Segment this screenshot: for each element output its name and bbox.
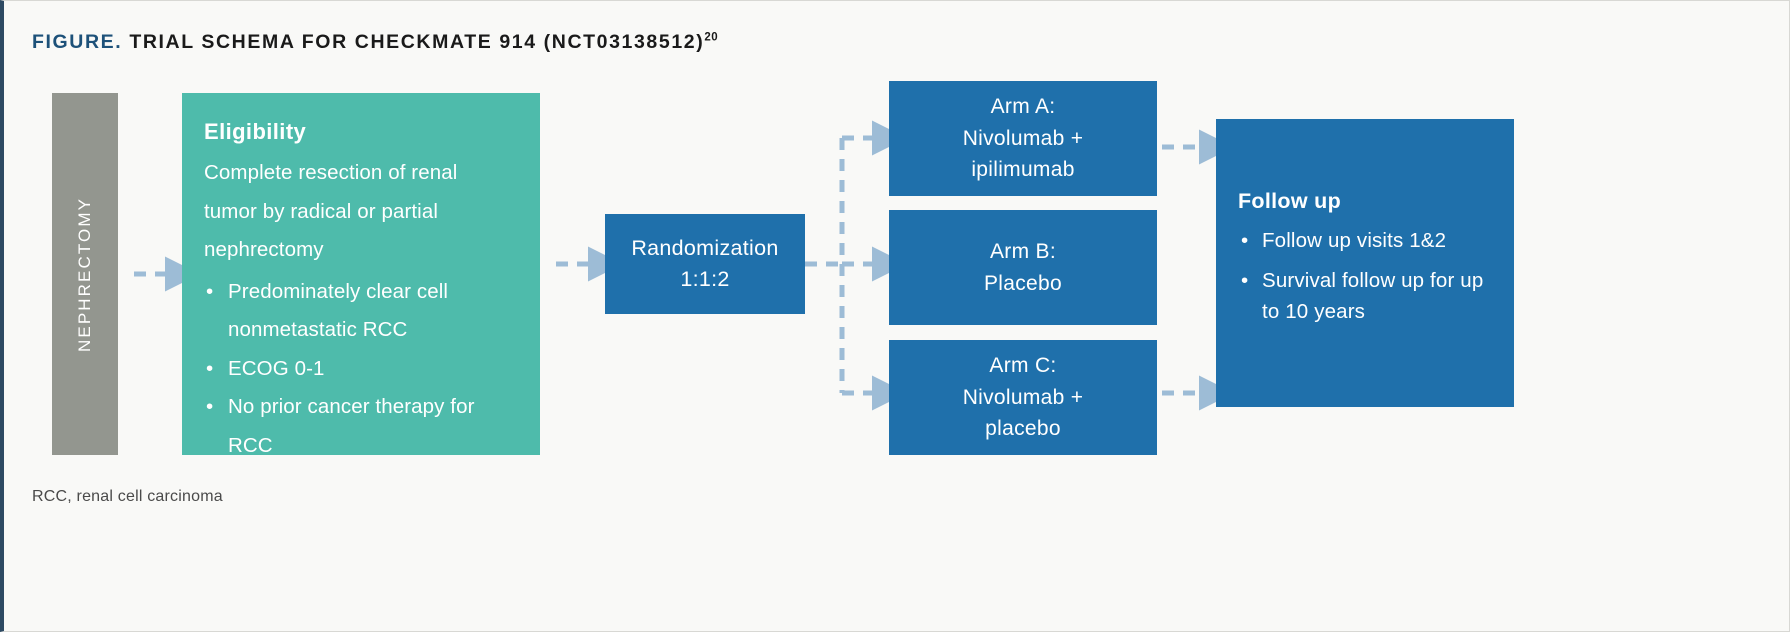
arm-c-treatment-line2: placebo — [985, 417, 1061, 441]
followup-list: Follow up visits 1&2 Survival follow up … — [1238, 226, 1492, 336]
arm-b-treatment-line1: Placebo — [984, 271, 1062, 295]
list-item: Survival follow up for up to 10 years — [1238, 266, 1492, 328]
node-followup: Follow up Follow up visits 1&2 Survival … — [1216, 119, 1514, 407]
list-item: No prior cancer therapy for RCC — [204, 388, 516, 465]
arm-a-treatment-line2: ipilimumab — [971, 158, 1075, 182]
list-item: Follow up visits 1&2 — [1238, 226, 1492, 257]
arm-c-treatment-line1: Nivolumab + — [962, 385, 1084, 409]
node-arm-c: Arm C: Nivolumab + placebo — [889, 340, 1157, 455]
figure-footnote: RCC, renal cell carcinoma — [32, 488, 223, 505]
arm-b-title: Arm B: — [990, 239, 1056, 263]
node-arm-a: Arm A: Nivolumab + ipilimumab — [889, 81, 1157, 196]
nephrectomy-label: NEPHRECTOMY — [75, 196, 94, 352]
eligibility-criteria-list: Predominately clear cell nonmetastatic R… — [204, 273, 516, 466]
node-nephrectomy: NEPHRECTOMY — [52, 93, 118, 455]
figure-reference-superscript: 20 — [704, 31, 719, 44]
figure-label: FIGURE. — [32, 31, 123, 53]
list-item: ECOG 0-1 — [204, 350, 516, 389]
randomization-ratio: 1:1:2 — [680, 267, 730, 291]
eligibility-title: Eligibility — [204, 119, 307, 144]
node-arm-b: Arm B: Placebo — [889, 210, 1157, 325]
followup-title: Follow up — [1238, 189, 1342, 214]
node-randomization: Randomization 1:1:2 — [605, 214, 805, 314]
page-title: TRIAL SCHEMA FOR CHECKMATE 914 (NCT03138… — [129, 31, 705, 53]
arm-c-title: Arm C: — [989, 353, 1057, 377]
arm-a-treatment-line1: Nivolumab + — [962, 126, 1084, 150]
diagram-canvas: NEPHRECTOMY Eligibility Complete resecti… — [4, 1, 1789, 631]
list-item: Predominately clear cell nonmetastatic R… — [204, 273, 516, 350]
eligibility-lead-text: Complete resection of renal tumor by rad… — [204, 161, 458, 262]
randomization-label: Randomization — [631, 235, 779, 260]
arm-a-title: Arm A: — [990, 94, 1056, 118]
figure-header: FIGURE. TRIAL SCHEMA FOR CHECKMATE 914 (… — [32, 31, 718, 54]
node-eligibility: Eligibility Complete resection of renal … — [182, 93, 540, 457]
